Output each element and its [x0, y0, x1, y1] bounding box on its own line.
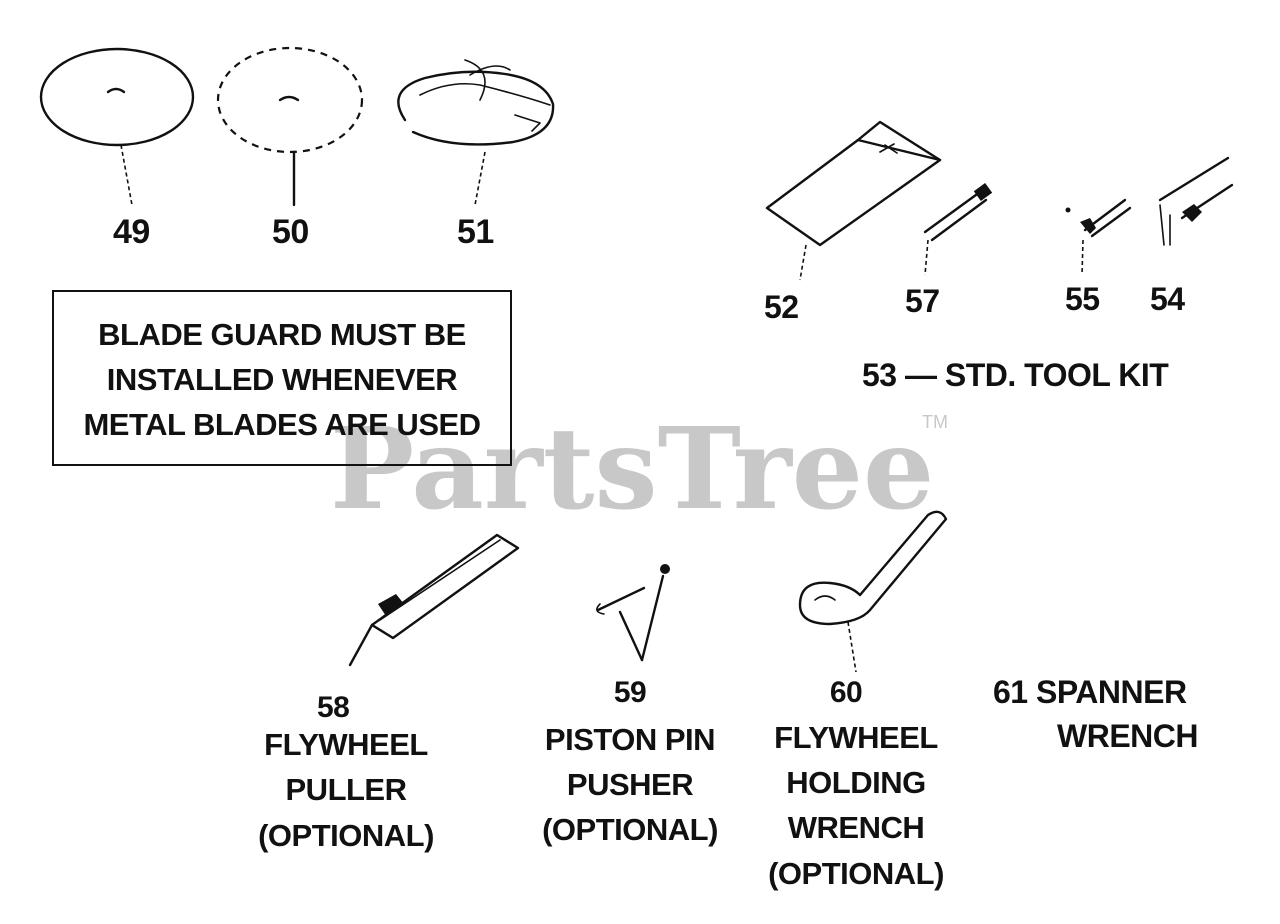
part-54-tool-icon [1158, 156, 1234, 246]
tool-kit-label: 53 — STD. TOOL KIT [862, 357, 1169, 393]
part-49-blade-icon [39, 47, 195, 206]
part-number-50: 50 [272, 213, 309, 251]
piston-pin-pusher-line-3: (OPTIONAL) [542, 812, 718, 847]
watermark-trademark: TM [922, 412, 948, 432]
part-61-label: 61 SPANNER [993, 674, 1187, 710]
part-number-58: 58 [317, 691, 349, 724]
notice-line-1: BLADE GUARD MUST BE [98, 317, 466, 352]
notice-box [52, 290, 512, 466]
part-number-49: 49 [113, 213, 150, 251]
piston-pin-pusher-line-1: PISTON PIN [545, 722, 715, 757]
part-61-label-line-2: WRENCH [1057, 718, 1198, 754]
part-60-holding-wrench-icon [798, 510, 948, 673]
part-51-guard-icon [397, 59, 555, 206]
part-number-59: 59 [614, 676, 646, 709]
holding-wrench-line-2: HOLDING [786, 765, 925, 800]
notice-line-2: INSTALLED WHENEVER [107, 362, 457, 397]
part-52-tool-pouch-icon [765, 120, 942, 281]
flywheel-puller-line-1: FLYWHEEL [264, 727, 428, 762]
flywheel-puller-line-2: PULLER [286, 772, 407, 807]
flywheel-puller-line-3: (OPTIONAL) [258, 818, 434, 853]
holding-wrench-line-3: WRENCH [788, 810, 925, 845]
part-number-54: 54 [1150, 281, 1185, 317]
holding-wrench-line-1: FLYWHEEL [774, 720, 938, 755]
part-59-piston-pin-pusher-icon [596, 564, 670, 662]
part-55-wrench-icon [1065, 198, 1132, 276]
watermark: PartsTree [330, 404, 934, 535]
holding-wrench-line-4: (OPTIONAL) [768, 856, 944, 891]
part-number-51: 51 [457, 213, 494, 251]
piston-pin-pusher-line-2: PUSHER [567, 767, 693, 802]
notice-line-3: METAL BLADES ARE USED [83, 407, 480, 442]
part-number-55: 55 [1065, 281, 1100, 317]
part-50-blade-icon [216, 46, 364, 207]
part-number-52: 52 [764, 289, 799, 325]
part-57-bolt-icon [923, 183, 993, 276]
part-number-57: 57 [905, 283, 940, 319]
part-58-flywheel-puller-icon [348, 533, 520, 667]
part-number-60: 60 [830, 676, 862, 709]
